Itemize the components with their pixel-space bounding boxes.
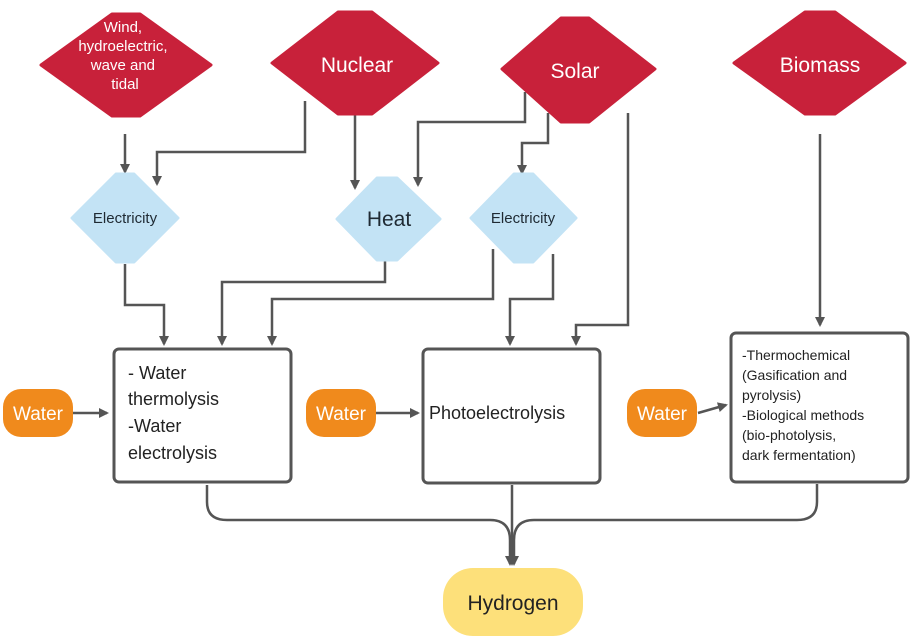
intermediate-electricity-right-shape [469,172,578,264]
process-photoelectrolysis: Photoelectrolysis [421,347,602,485]
process-water-splitting: - Water thermolysis -Water electrolysis [112,347,293,484]
process-bio-line-6: dark fermentation) [742,447,856,463]
process-photoelectrolysis-label: Photoelectrolysis [429,403,565,423]
process-bio-line-5: (bio-photolysis, [742,427,836,443]
input-water-2-label: Water [316,404,367,425]
arrow-solar-to-electricity [517,113,550,175]
source-nuclear: Nuclear [270,10,440,116]
arrow-heat-to-water-splitting [217,261,387,346]
arrow-water-splitting-to-hydrogen [205,485,515,566]
source-renewables: Wind, hydroelectric, wave and tidal [39,12,213,118]
process-water-splitting-line-2: thermolysis [128,389,219,409]
input-water-3: Water [627,389,697,437]
source-renewables-line-2: hydroelectric, [78,38,167,55]
input-water-1-shape [3,389,73,437]
output-hydrogen: Hydrogen [443,568,583,636]
intermediate-heat-label: Heat [367,208,412,231]
input-water-2-shape [306,389,376,437]
connectors [73,92,825,566]
arrow-electricity-to-water-splitting-2 [267,249,495,346]
arrow-nuclear-to-electricity [152,101,307,186]
process-bio-line-4: -Biological methods [742,407,864,423]
input-water-3-label: Water [637,404,688,425]
output-hydrogen-shape [443,568,583,636]
source-solar-shape [500,16,657,124]
source-solar-label: Solar [550,60,599,83]
arrow-electricity-to-photoelectrolysis [505,254,555,346]
arrow-bio-methods-to-hydrogen [509,484,819,566]
output-hydrogen-label: Hydrogen [467,592,558,615]
process-bio-line-2: (Gasification and [742,367,847,383]
intermediate-heat-shape [335,176,442,262]
input-water-1: Water [3,389,73,437]
source-renewables-line-3: wave and [90,57,155,74]
source-renewables-shape [39,12,213,118]
process-water-splitting-line-1: - Water [128,363,186,383]
source-biomass-label: Biomass [780,54,861,77]
process-bio-line-1: -Thermochemical [742,347,850,363]
arrow-solar-to-photoelectrolysis [571,113,630,346]
process-photoelectrolysis-box [421,347,602,485]
arrow-solar-to-heat [413,92,527,187]
intermediate-electricity-left-shape [70,172,180,264]
intermediate-electricity-left: Electricity [70,172,180,264]
source-solar: Solar [500,16,657,124]
source-nuclear-label: Nuclear [321,54,393,77]
process-water-splitting-line-3: -Water [128,416,181,436]
source-biomass: Biomass [732,10,907,116]
source-renewables-line-1: Wind, [104,19,142,36]
input-water-3-shape [627,389,697,437]
svg-text:Wind, hydroelectric,: Wind, hydroelectric, wave and tidal [78,19,171,93]
process-water-splitting-line-4: electrolysis [128,443,217,463]
process-bio-thermochemical: -Thermochemical (Gasification and pyroly… [729,331,910,484]
arrow-electricity-to-water-splitting [123,264,169,346]
source-renewables-line-4: tidal [111,76,139,93]
process-bio-thermochemical-box [729,331,910,484]
svg-text:- Water thermolysis: - Water thermolysis -Water electrolysis [128,363,224,463]
arrow-water-to-bio-methods [697,402,728,415]
intermediate-electricity-right: Electricity [469,172,578,264]
input-water-2: Water [306,389,376,437]
intermediate-electricity-right-label: Electricity [491,210,556,227]
input-water-1-label: Water [13,404,64,425]
process-water-splitting-box [112,347,293,484]
svg-text:-Thermochemical (Gasific: -Thermochemical (Gasification and pyroly… [742,347,868,463]
source-nuclear-shape [270,10,440,116]
source-biomass-shape [732,10,907,116]
intermediate-heat: Heat [335,176,442,262]
process-bio-line-3: pyrolysis) [742,387,801,403]
intermediate-electricity-left-label: Electricity [93,210,158,227]
